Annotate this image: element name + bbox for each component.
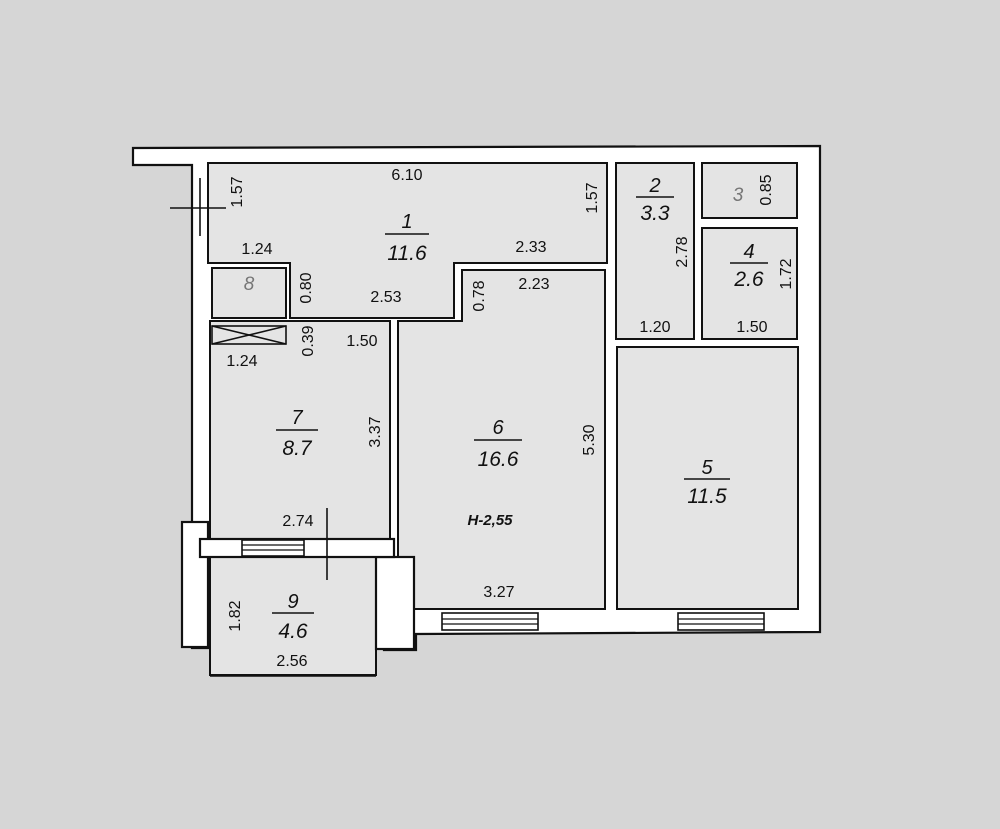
room-9-label: 9 4.6 — [272, 591, 314, 643]
dimension-label: 1.57 — [584, 182, 601, 213]
dimension-label: 1.24 — [241, 241, 272, 258]
room-8-label: 8 — [244, 274, 255, 295]
room-8 — [211, 267, 287, 319]
room-4 — [701, 227, 798, 340]
room-1-hall — [207, 162, 608, 319]
dimension-label: 2.33 — [515, 239, 546, 256]
dimension-label: 5.30 — [581, 424, 598, 455]
svg-text:7: 7 — [291, 407, 303, 429]
dimension-label: 2.74 — [282, 513, 313, 530]
svg-text:11.5: 11.5 — [687, 485, 727, 508]
svg-text:2: 2 — [648, 175, 660, 197]
svg-text:2.6: 2.6 — [733, 268, 764, 291]
dimension-label: 2.53 — [370, 289, 401, 306]
dimension-label: 1.24 — [226, 353, 257, 370]
room-2-label: 2 3.3 — [636, 175, 674, 225]
dimension-label: 1.57 — [229, 176, 246, 207]
dimension-label: 6.10 — [391, 167, 422, 184]
svg-text:5: 5 — [701, 457, 713, 479]
svg-text:8: 8 — [244, 274, 255, 295]
ceiling-height-label: H-2,55 — [467, 512, 513, 529]
dimension-label: 1.50 — [346, 333, 377, 350]
room-5-label: 5 11.5 — [684, 457, 730, 508]
svg-text:3: 3 — [733, 185, 744, 206]
shaft-cross-2 — [211, 325, 287, 345]
window-room7 — [241, 539, 305, 557]
dimension-label: 2.23 — [518, 276, 549, 293]
room-7 — [209, 320, 391, 540]
dimension-label: 1.50 — [736, 319, 767, 336]
room-1-label: 1 11.6 — [385, 211, 429, 265]
room-3-label: 3 — [733, 185, 744, 206]
dimension-label: 0.39 — [300, 325, 317, 356]
balcony-right-wall — [374, 555, 416, 651]
svg-text:4.6: 4.6 — [278, 620, 308, 643]
dimension-label: 3.37 — [367, 416, 384, 447]
dimension-label: 0.80 — [298, 272, 315, 303]
svg-text:1: 1 — [401, 211, 412, 233]
room-2 — [615, 162, 695, 340]
room-9-balcony — [209, 556, 377, 676]
svg-text:9: 9 — [287, 591, 298, 613]
svg-text:3.3: 3.3 — [640, 202, 670, 225]
dimension-label: 2.56 — [276, 653, 307, 670]
room-4-label: 4 2.6 — [730, 241, 768, 291]
room-6-label: 6 16.6 — [474, 417, 522, 471]
svg-text:11.6: 11.6 — [387, 242, 427, 265]
window-room6 — [441, 612, 539, 631]
dimension-label: 1.72 — [778, 258, 795, 289]
svg-text:16.6: 16.6 — [478, 448, 519, 471]
ventilation-shaft — [211, 325, 287, 345]
svg-text:6: 6 — [492, 417, 504, 439]
svg-text:8.7: 8.7 — [282, 437, 313, 460]
room-7-label: 7 8.7 — [276, 407, 318, 460]
dimension-label: 0.78 — [471, 280, 488, 311]
dimension-label: 3.27 — [483, 584, 514, 601]
room-3 — [701, 162, 798, 219]
dimension-label: 2.78 — [674, 236, 691, 267]
svg-text:4: 4 — [743, 241, 754, 263]
dimension-label: 0.85 — [758, 174, 775, 205]
dimension-label: 1.82 — [227, 600, 244, 631]
room-5 — [616, 346, 799, 610]
dimension-label: 1.20 — [639, 319, 670, 336]
window-room5 — [677, 612, 765, 631]
